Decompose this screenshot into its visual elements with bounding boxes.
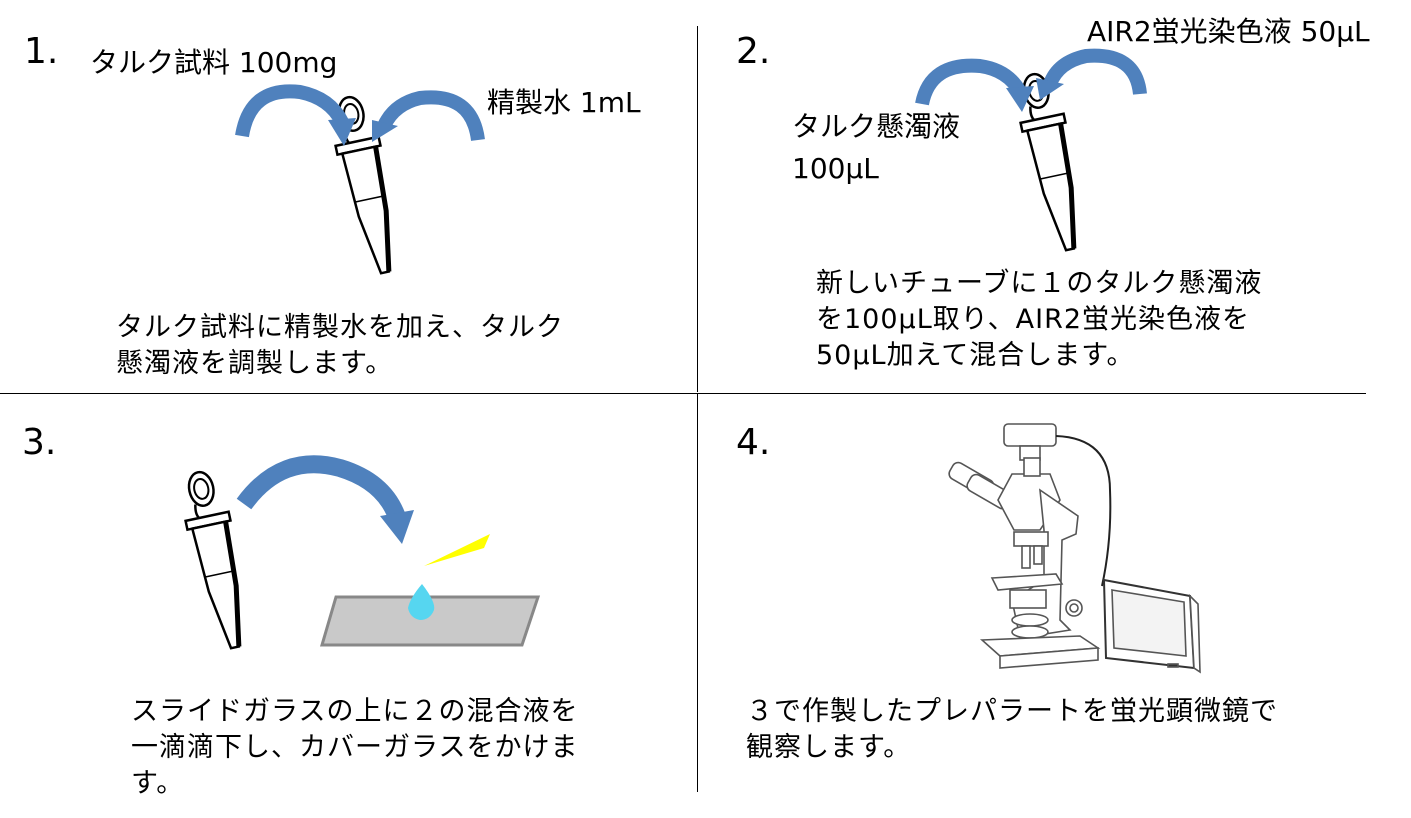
step-3-line-2: 一滴滴下し、カバーガラスをかけま bbox=[131, 732, 579, 763]
arrowhead-icon bbox=[1036, 78, 1064, 100]
arrowhead-icon bbox=[1006, 86, 1034, 112]
arrow-icon bbox=[235, 84, 349, 138]
talc-sample-label: タルク試料 100mg bbox=[90, 46, 338, 79]
step-1-line-2: 懸濁液を調製します。 bbox=[116, 348, 394, 379]
step-3-line-3: す。 bbox=[131, 768, 185, 799]
vertical-divider-top bbox=[697, 26, 698, 392]
step-2-description: 新しいチューブに１のタルク懸濁液 を100μL取り、AIR2蛍光染色液を 50μ… bbox=[816, 266, 1262, 374]
microscope-icon bbox=[948, 423, 1201, 674]
arrow-icon bbox=[236, 455, 407, 524]
arrow-icon bbox=[377, 90, 485, 142]
arrowhead-icon bbox=[380, 510, 414, 544]
step-2-line-1: 新しいチューブに１のタルク懸濁液 bbox=[816, 268, 1263, 299]
slide-glass bbox=[320, 595, 541, 647]
step-2-line-2: を100μL取り、AIR2蛍光染色液を bbox=[816, 304, 1251, 335]
purified-water-label: 精製水 1mL bbox=[487, 86, 641, 119]
step-3-line-1: スライドガラスの上に２の混合液を bbox=[131, 696, 579, 727]
vertical-divider-bottom bbox=[697, 394, 698, 792]
arrow-icon bbox=[915, 58, 1027, 106]
step-4-number: 4. bbox=[736, 422, 771, 463]
stain-solution-label: AIR2蛍光染色液 50μL bbox=[1087, 15, 1370, 48]
pipette-tip-icon bbox=[424, 534, 490, 566]
talc-suspension-label: タルク懸濁液 bbox=[792, 110, 961, 143]
step-1-number: 1. bbox=[24, 31, 59, 72]
step-3-number: 3. bbox=[22, 422, 57, 463]
arrowhead-icon bbox=[372, 120, 398, 142]
step-4-description: ３で作製したプレパラートを蛍光顕微鏡で 観察します。 bbox=[746, 694, 1278, 766]
drop-icon bbox=[408, 584, 435, 620]
step-1-description: タルク試料に精製水を加え、タルク 懸濁液を調製します。 bbox=[116, 310, 564, 382]
step-2-line-3: 50μL加えて混合します。 bbox=[816, 340, 1135, 371]
step-4-line-1: ３で作製したプレパラートを蛍光顕微鏡で bbox=[746, 696, 1278, 727]
suspension-volume-label: 100μL bbox=[792, 152, 879, 185]
horizontal-divider bbox=[0, 393, 1366, 394]
step-3-description: スライドガラスの上に２の混合液を 一滴滴下し、カバーガラスをかけま す。 bbox=[131, 694, 578, 802]
step-2-number: 2. bbox=[736, 31, 771, 72]
step-1-line-1: タルク試料に精製水を加え、タルク bbox=[116, 312, 564, 343]
step-4-line-2: 観察します。 bbox=[746, 732, 912, 763]
arrowhead-icon bbox=[328, 118, 356, 146]
arrow-icon bbox=[1043, 48, 1147, 96]
